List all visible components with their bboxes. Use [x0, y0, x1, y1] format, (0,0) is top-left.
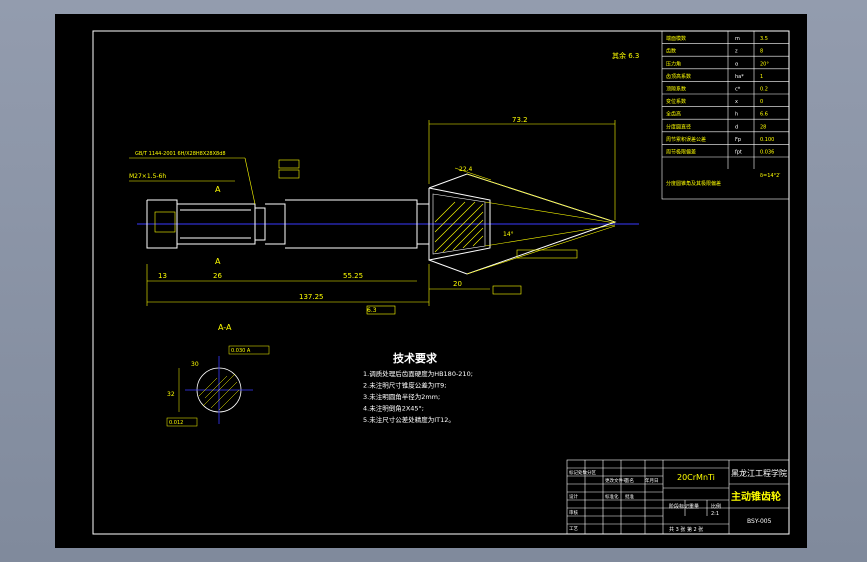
dimension-lines — [129, 120, 616, 306]
title-block — [566, 459, 790, 535]
title-row-label: 设计 — [569, 493, 578, 500]
param-name: 齿数 — [666, 48, 676, 55]
roughness-symbol: 6.3 — [367, 307, 377, 314]
param-symbol: fpt — [735, 150, 742, 156]
param-value: 0.036 — [760, 150, 774, 156]
scale-value: 2:1 — [711, 511, 719, 517]
param-name: 端面模数 — [666, 35, 686, 42]
section-tol-1: 0.030 A — [231, 348, 251, 354]
drawing-number: BSY-005 — [747, 518, 772, 525]
tech-req-item: 2.未注明尺寸锥度公差为IT9; — [363, 381, 446, 390]
gear-parameter-table — [661, 30, 790, 200]
param-value: 20° — [760, 61, 769, 67]
dim-20: 20 — [453, 280, 462, 288]
tech-req-title: 技术要求 — [393, 351, 438, 365]
stage-label: 阶段标记 — [669, 503, 689, 510]
section-d30: 30 — [191, 361, 199, 368]
section-label: A-A — [218, 323, 232, 332]
param-value: 0.2 — [760, 87, 768, 93]
param-name: 变位系数 — [666, 98, 686, 105]
param-symbol: d — [735, 124, 738, 130]
tech-req-item: 5.未注尺寸公差处精度为IT12。 — [363, 415, 455, 424]
param-value: 0.100 — [760, 137, 774, 143]
param-value: 8 — [760, 49, 763, 55]
title-col-label: 签名 — [625, 477, 634, 484]
param-value: 0 — [760, 99, 763, 105]
param-name: 压力角 — [666, 60, 681, 67]
dim-cone-length: 73.2 — [512, 116, 528, 124]
school-name: 黑龙江工程学院 — [731, 468, 787, 478]
dim-26: 26 — [213, 272, 222, 280]
title-col-label: 标准化 — [605, 493, 619, 500]
dim-angle: 14° — [503, 231, 514, 238]
param-symbol: h — [735, 112, 738, 118]
tech-req-item: 3.未注明圆角半径为2mm; — [363, 392, 440, 401]
cut-marker-bottom: A — [215, 257, 221, 266]
param-value: δ=14°2′ — [760, 173, 781, 179]
param-name: 周节累积误差公差 — [666, 136, 706, 143]
title-row-label: 工艺 — [569, 526, 578, 532]
roughness-note: 其余 6.3 — [612, 51, 639, 60]
param-name: 齿顶高系数 — [666, 73, 691, 80]
cut-marker-top: A — [215, 185, 221, 194]
param-name: 分度圆直径 — [666, 123, 691, 130]
dim-overall: 137.25 — [299, 293, 324, 301]
tech-req-item: 4.未注明倒角2X45°; — [363, 404, 424, 413]
title-col-label: 年月日 — [645, 477, 659, 484]
drawing-frame — [92, 30, 790, 535]
material: 20CrMnTi — [677, 473, 715, 482]
param-symbol: ha* — [735, 74, 744, 80]
title-row-label: 审核 — [569, 509, 578, 516]
fit-note: GB/T 1144-2001 6H/X28H8X28X8d8 — [135, 151, 226, 157]
param-value: 1 — [760, 74, 763, 80]
tech-req-item: 1.调质处理后齿面硬度为HB180-210; — [363, 369, 473, 378]
param-name: 周节极限偏差 — [666, 149, 696, 156]
dim-shaft-mid: 55.25 — [343, 272, 363, 280]
param-symbol: m — [735, 36, 740, 42]
section-d32: 32 — [167, 391, 175, 398]
dim-gear-width: 22.4 — [459, 166, 473, 173]
param-value: 6.6 — [760, 112, 768, 118]
param-name: 全齿高 — [666, 111, 681, 118]
part-name: 主动锥齿轮 — [731, 490, 781, 503]
param-symbol: x — [735, 99, 738, 105]
param-symbol: α — [735, 61, 739, 67]
param-symbol: c* — [735, 87, 741, 93]
weight-label: 重量 — [689, 503, 699, 510]
drawing-canvas[interactable]: 端面模数 m 3.5 齿数 z 8 压力角 α 20° 齿顶高系数 ha* 1 顶隙系数 c* 0.2 变位系… — [55, 14, 807, 548]
param-symbol: z — [735, 49, 738, 55]
scale-label: 比例 — [711, 503, 721, 510]
section-spline-hatch — [198, 373, 240, 411]
param-name: 顶隙系数 — [666, 86, 686, 93]
section-tol-2: 0.012 — [169, 420, 183, 426]
param-value: 3.5 — [760, 36, 768, 42]
param-name: 分度圆锥角及其极限偏差 — [666, 180, 721, 187]
thread-callout: M27×1.5-6h — [129, 173, 166, 180]
title-col-label: 更改文件号 — [605, 477, 628, 484]
drawing-svg: 端面模数 m 3.5 齿数 z 8 压力角 α 20° 齿顶高系数 ha* 1 顶隙系数 c* 0.2 变位系… — [92, 30, 790, 535]
tolerance-frames — [154, 159, 578, 315]
title-col-label: 批准 — [625, 493, 634, 500]
dim-13: 13 — [158, 272, 167, 280]
param-value: 28 — [760, 124, 766, 130]
title-row-label: 标记处数分区 — [569, 469, 596, 476]
param-symbol: Fp — [735, 137, 741, 143]
section-dims — [166, 345, 270, 427]
sheet-info: 共 3 张 第 2 张 — [669, 526, 703, 533]
